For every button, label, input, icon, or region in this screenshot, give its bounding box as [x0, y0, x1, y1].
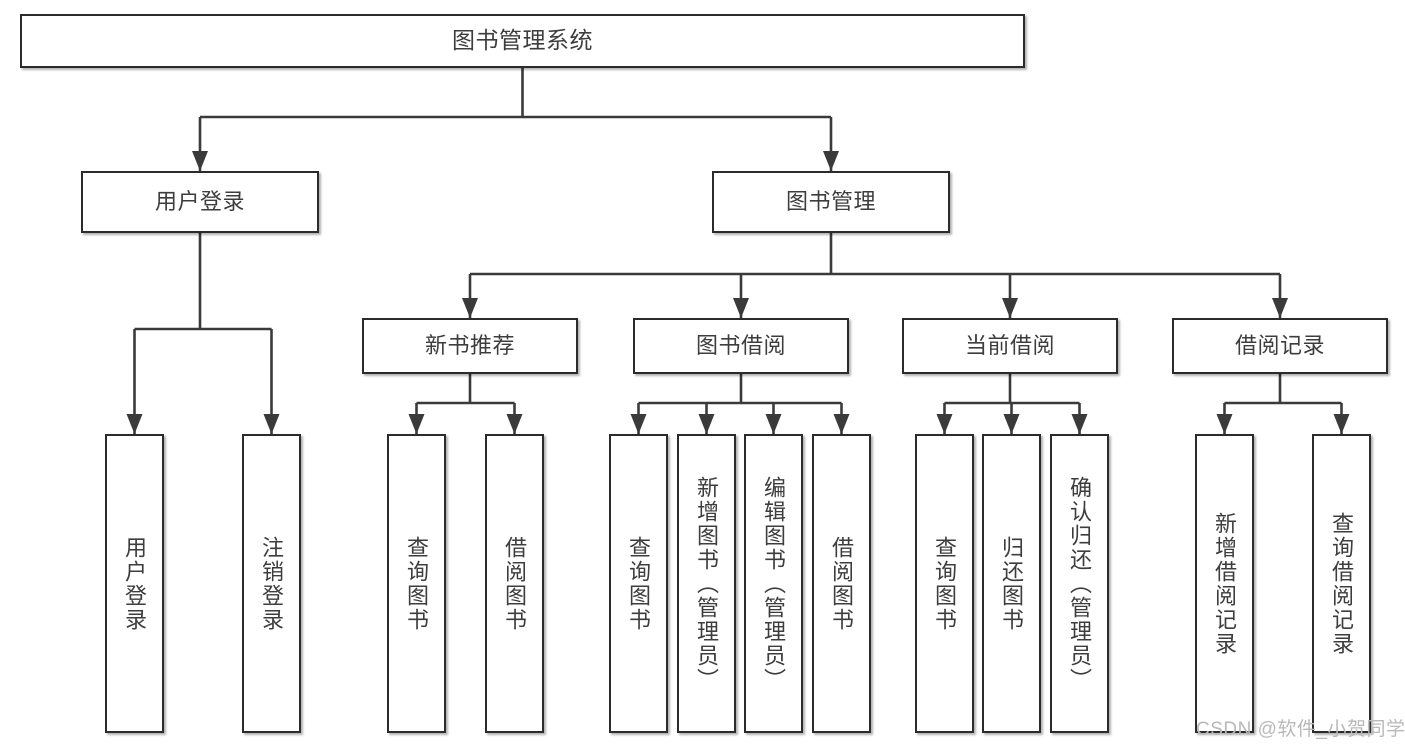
node-leaf-query-book-3[interactable]: 查询图书 — [915, 434, 974, 733]
node-label: 确认归还（管理员） — [1067, 475, 1093, 692]
arrow-head-icon — [733, 298, 749, 318]
node-leaf-add-record[interactable]: 新增借阅记录 — [1195, 434, 1254, 733]
node-label: 新增借阅记录 — [1212, 511, 1238, 656]
node-label: 编辑图书（管理员） — [761, 475, 787, 692]
node-label: 借阅图书 — [502, 535, 528, 632]
node-label: 查询图书 — [932, 535, 958, 632]
node-label: 查询借阅记录 — [1329, 511, 1355, 656]
arrow-head-icon — [408, 414, 425, 434]
node-label: 新书推荐 — [424, 333, 515, 359]
node-label: 查询图书 — [626, 535, 652, 632]
node-label: 用户登录 — [154, 189, 245, 215]
arrow-head-icon — [462, 298, 478, 318]
node-leaf-query-record[interactable]: 查询借阅记录 — [1312, 434, 1371, 733]
arrow-head-icon — [823, 151, 839, 171]
node-leaf-query-book-2[interactable]: 查询图书 — [609, 434, 668, 733]
arrow-head-icon — [765, 414, 782, 434]
arrow-head-icon — [263, 414, 280, 434]
node-label: 归还图书 — [999, 535, 1025, 632]
arrow-head-icon — [1002, 298, 1018, 318]
arrow-head-icon — [1216, 414, 1233, 434]
arrow-head-icon — [1333, 414, 1350, 434]
node-new-book-recommend[interactable]: 新书推荐 — [362, 318, 578, 374]
node-leaf-add-book[interactable]: 新增图书（管理员） — [677, 434, 736, 733]
node-borrow-record[interactable]: 借阅记录 — [1172, 318, 1388, 374]
node-user-login[interactable]: 用户登录 — [81, 171, 319, 233]
node-current-borrow[interactable]: 当前借阅 — [902, 318, 1118, 374]
node-label: 注销登录 — [259, 535, 285, 632]
node-leaf-borrow-book-2[interactable]: 借阅图书 — [812, 434, 871, 733]
node-leaf-edit-book[interactable]: 编辑图书（管理员） — [744, 434, 803, 733]
arrow-head-icon — [1071, 414, 1088, 434]
node-label: 用户登录 — [122, 535, 148, 632]
arrow-head-icon — [506, 414, 523, 434]
node-book-manage[interactable]: 图书管理 — [712, 171, 950, 233]
node-leaf-query-book-1[interactable]: 查询图书 — [387, 434, 446, 733]
node-label: 查询图书 — [404, 535, 430, 632]
node-label: 借阅记录 — [1234, 333, 1325, 359]
node-label: 图书借阅 — [695, 333, 786, 359]
node-label: 图书管理 — [785, 189, 876, 215]
node-label: 当前借阅 — [964, 333, 1055, 359]
arrow-head-icon — [1003, 414, 1020, 434]
node-label: 新增图书（管理员） — [694, 475, 720, 692]
arrow-head-icon — [936, 414, 953, 434]
arrow-head-icon — [1272, 298, 1288, 318]
arrow-head-icon — [192, 151, 208, 171]
node-leaf-confirm-return[interactable]: 确认归还（管理员） — [1050, 434, 1109, 733]
node-leaf-logout[interactable]: 注销登录 — [242, 434, 301, 733]
arrow-head-icon — [833, 414, 850, 434]
arrow-head-icon — [698, 414, 715, 434]
arrow-head-icon — [126, 414, 143, 434]
arrow-head-icon — [630, 414, 647, 434]
node-leaf-return-book[interactable]: 归还图书 — [982, 434, 1041, 733]
node-label: 借阅图书 — [829, 535, 855, 632]
node-leaf-user-login[interactable]: 用户登录 — [105, 434, 164, 733]
node-root[interactable]: 图书管理系统 — [20, 14, 1025, 68]
node-book-borrow[interactable]: 图书借阅 — [633, 318, 849, 374]
node-leaf-borrow-book-1[interactable]: 借阅图书 — [485, 434, 544, 733]
node-label: 图书管理系统 — [452, 27, 593, 54]
